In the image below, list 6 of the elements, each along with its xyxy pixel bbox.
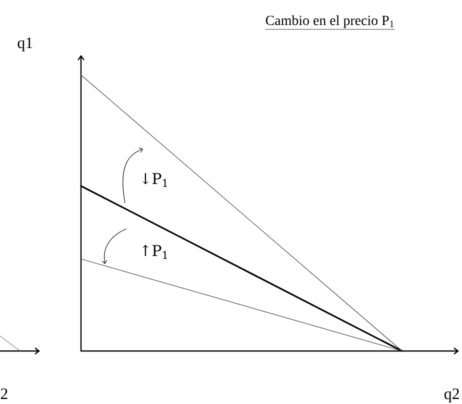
axis-label: 2: [0, 388, 8, 399]
price-change-label: ↑P$_{1}$: [142, 244, 167, 259]
chart-title: Cambio en el precio P$_{1}$: [265, 15, 395, 30]
price-change-label: ↓P$_{1}$: [142, 173, 167, 187]
axis-label: q1: [18, 37, 32, 52]
axis-label: q2: [444, 388, 459, 402]
